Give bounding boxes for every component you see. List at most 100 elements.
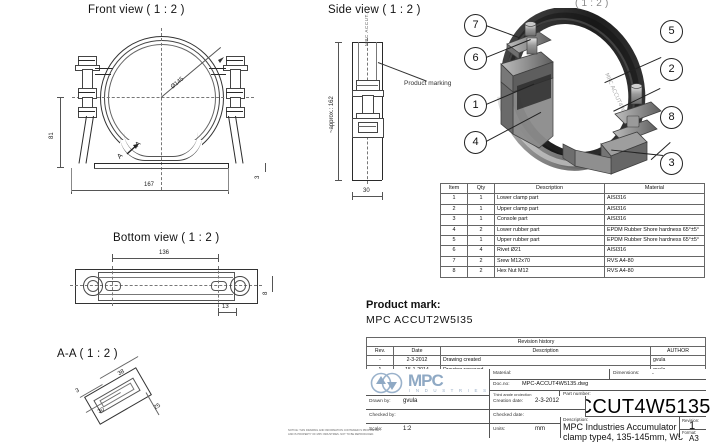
bottom-bolt-right-outer (230, 276, 250, 296)
creationdate-cell (490, 396, 586, 410)
revision-cell-date: 2-3-2012 (393, 355, 441, 366)
revision-cell-description: Drawing created (440, 355, 651, 366)
front-height-tick-bottom (57, 167, 64, 168)
docno-cell (490, 380, 706, 391)
section-view-title: A-A ( 1 : 2 ) (57, 348, 118, 360)
parts-header-material: Material (604, 182, 705, 195)
side-width-dimension: 30 (363, 188, 370, 194)
foot-base-right-edge (228, 163, 229, 168)
partnumber-value: ACCUT4W5135 (564, 396, 710, 418)
parts-cell-description: Rivet Ø21 (494, 245, 605, 257)
section-dimension-d: 25 (152, 402, 162, 412)
side-body-left (352, 42, 353, 180)
drawnby-label: Drawn by: (369, 399, 391, 404)
iso-view-title: ( 1 : 2 ) (575, 0, 609, 9)
bottom-width-tick-left (112, 254, 113, 262)
side-height-tick-bottom (335, 180, 342, 181)
revision-value: 1 (689, 420, 696, 432)
parts-cell-description: Upper rubber part (494, 235, 605, 247)
bottom-slot-right (211, 281, 227, 291)
units-value: mm (535, 426, 545, 432)
parts-cell-item: 2 (440, 203, 468, 216)
parts-cell-material: AISI316 (604, 193, 705, 205)
bottom-bolt-left-outer (83, 276, 103, 296)
parts-cell-item: 6 (440, 245, 468, 257)
side-nut-lower-line (358, 126, 376, 127)
front-width-dim-line (71, 190, 228, 191)
revision-title-row: Revision history (366, 336, 706, 348)
parts-cell-item: 4 (440, 224, 468, 237)
checkeddate-label: Checked date: (493, 413, 524, 418)
parts-header-qty: Qty (467, 182, 495, 195)
bottom-width-dimension: 136 (159, 250, 170, 256)
side-product-marking-text: MPC ACCUT... (364, 9, 369, 46)
diameter-arrow (215, 53, 225, 71)
parts-cell-description: Hex Nut M12 (494, 266, 605, 278)
logo-subtext: I N D U S T R I E S (409, 388, 489, 393)
parts-header-item: Item (440, 182, 468, 195)
parts-cell-material: AISI316 (604, 203, 705, 216)
dimensions-cell (610, 369, 706, 380)
section-dimension-a: 3 (74, 387, 81, 395)
side-nut-lower (358, 122, 378, 133)
parts-cell-qty: 1 (467, 214, 495, 226)
lug-right-bot (211, 74, 226, 75)
product-mark-value: MPC ACCUT2W5I35 (366, 314, 474, 326)
nut-left-line (78, 92, 95, 93)
parts-cell-qty: 1 (467, 235, 495, 247)
description-label: Description: (563, 418, 589, 423)
description-cell (560, 417, 680, 438)
section-arrow-marker (126, 142, 140, 155)
front-width-dimension: 167 (144, 182, 155, 188)
front-view-title: Front view ( 1 : 2 ) (88, 4, 185, 16)
description-line-2: clamp type4, 135-145mm, W5 (563, 432, 684, 442)
parts-cell-description: Upper clamp part (494, 203, 605, 216)
docno-value: MPC-ACCUT4W5135.dwg (522, 381, 589, 387)
scale-value: 1:2 (403, 426, 412, 432)
parts-cell-item: 1 (440, 193, 468, 205)
mpc-logo-icon (370, 372, 404, 399)
bottom-bolt-right-inner (234, 280, 246, 292)
foot-left-inner (85, 115, 94, 164)
parts-cell-item: 7 (440, 255, 468, 268)
parts-cell-description: Lower clamp part (494, 193, 605, 205)
bottom-slot-left-cl (112, 266, 113, 306)
material-cell (490, 369, 610, 380)
bottom-plate-line2 (98, 294, 233, 295)
checkedby-cell (366, 410, 490, 424)
foot-base-left-edge (94, 163, 95, 168)
side-height-dimension: ~approx.: 162 (329, 96, 335, 133)
parts-cell-qty: 2 (467, 255, 495, 268)
product-mark-label: Product mark: (366, 299, 441, 311)
side-body-right (382, 42, 383, 180)
creationdate-label: Creation date: (493, 399, 524, 404)
front-height-dimension: 81 (49, 132, 55, 139)
side-height-tick-top (335, 42, 342, 43)
side-width-tick-left (352, 192, 353, 200)
side-height-dim-line (338, 42, 339, 180)
parts-cell-description: Srew M12x70 (494, 255, 605, 268)
front-thk-dim-line (265, 163, 266, 172)
dimensions-value: - (652, 371, 654, 377)
bottom-edge-tick-left (218, 308, 219, 316)
nut-left-lower (78, 107, 97, 118)
bottom-plate-outline (75, 269, 258, 304)
front-height-dim-line (60, 97, 61, 167)
balloon-5: 5 (660, 20, 683, 43)
bottom-view-title: Bottom view ( 1 : 2 ) (113, 232, 220, 244)
description-line-1: MPC Industries Accumulator (563, 422, 677, 432)
balloon-4: 4 (464, 131, 487, 154)
parts-cell-description: Lower rubber part (494, 224, 605, 237)
parts-cell-material: AISI316 (604, 245, 705, 257)
parts-cell-item: 8 (440, 266, 468, 278)
parts-header-description: Description (494, 182, 605, 195)
parts-cell-qty: 1 (467, 193, 495, 205)
units-label: Units: (493, 427, 506, 432)
